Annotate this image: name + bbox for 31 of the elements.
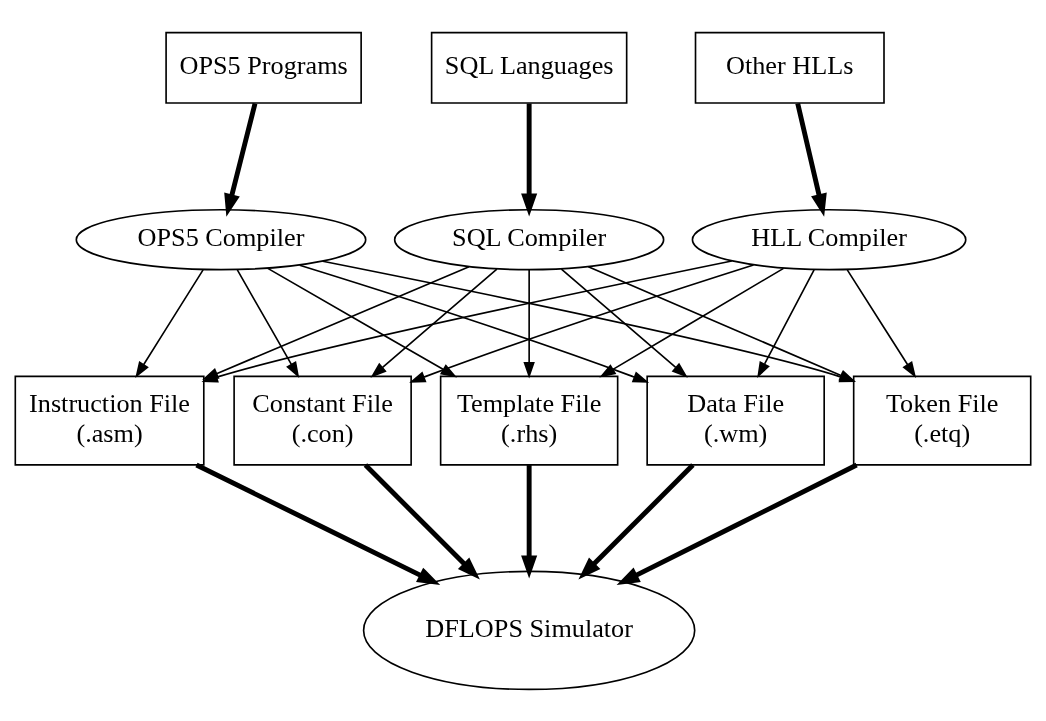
node-ellipse: OPS5 Compiler [75, 208, 367, 270]
arrow [363, 462, 480, 580]
arrow [560, 267, 688, 378]
arrow [195, 462, 441, 585]
arrow [521, 103, 538, 216]
node-box: OPS5 Programs [165, 31, 362, 104]
node-box: Constant File (.con) [233, 375, 412, 466]
arrow [521, 464, 538, 579]
node-box: Other HLLs [694, 31, 885, 104]
node-ellipse: HLL Compiler [691, 208, 967, 270]
arrow [599, 267, 785, 377]
arrow [236, 268, 300, 378]
arrow [523, 268, 535, 378]
arrow [298, 263, 650, 383]
arrow [409, 263, 755, 383]
arrow [795, 102, 827, 217]
node-box: Token File (.etq) [852, 375, 1032, 466]
node-box: Instruction File (.asm) [14, 375, 205, 466]
arrow [267, 267, 457, 377]
arrow [370, 267, 498, 378]
node-box: SQL Languages [430, 31, 628, 104]
arrow [616, 462, 858, 585]
node-ellipse: DFLOPS Simulator [362, 570, 696, 690]
arrow [578, 462, 695, 580]
node-box: Template File (.rhs) [439, 375, 619, 466]
node-ellipse: SQL Compiler [393, 208, 665, 270]
arrow [224, 102, 258, 217]
node-box: Data File (.wm) [646, 375, 825, 466]
arrow [135, 268, 204, 378]
arrow [846, 268, 917, 378]
arrow [757, 268, 815, 378]
